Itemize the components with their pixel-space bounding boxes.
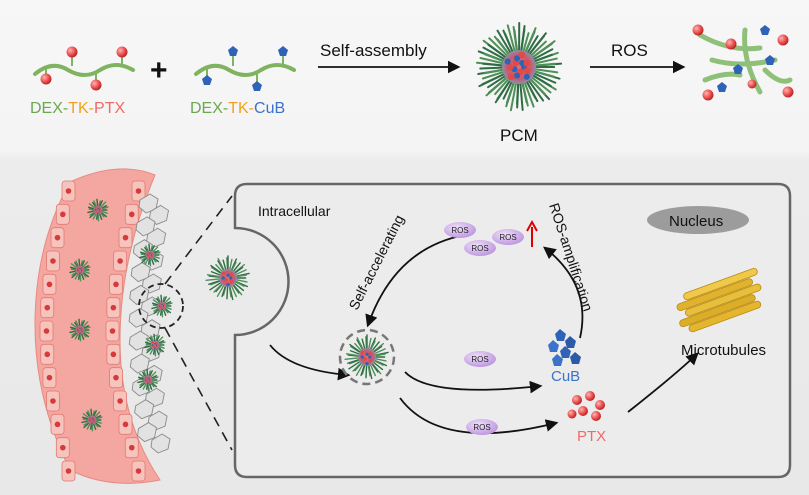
dex-tk-ptx-label: DEX-TK-PTX — [30, 100, 125, 117]
zoom-circle — [138, 283, 184, 329]
disassembled-products — [692, 24, 794, 101]
micelle — [81, 408, 103, 432]
micelle — [69, 318, 91, 342]
dex-tk-cub-polymer — [194, 46, 296, 91]
intracellular-label: Intracellular — [258, 203, 331, 219]
ptx-ball — [66, 46, 78, 58]
micelle — [151, 294, 173, 318]
dex-tk-cub-label: DEX-TK-CuB — [190, 100, 285, 117]
ptx-ball — [40, 73, 52, 85]
to-microtubules-arrow — [627, 352, 699, 413]
cub-pentagon — [228, 46, 238, 56]
pcm-micelle-center — [344, 334, 389, 380]
cell-membrane — [233, 182, 792, 479]
blood-vessel — [34, 168, 171, 484]
ros-bubble: ROS — [492, 229, 524, 245]
ros-top-label: ROS — [611, 41, 648, 60]
plus-sign: + — [150, 54, 168, 87]
cub-pentagon — [252, 81, 262, 91]
ros-bubble: ROS — [466, 419, 498, 435]
micelle — [139, 243, 161, 267]
cub-pentagon — [202, 75, 212, 85]
ptx-cluster — [567, 391, 605, 421]
uptake-arrow — [269, 344, 351, 381]
self-assembly-label: Self-assembly — [320, 41, 427, 60]
microtubules-icon — [676, 267, 762, 333]
zoom-line-bottom — [164, 327, 233, 451]
dashed-ring — [338, 328, 396, 386]
svg-text:ROS: ROS — [471, 244, 488, 253]
svg-text:ROS: ROS — [471, 355, 488, 364]
micelle — [144, 333, 166, 357]
cub-label: CuB — [551, 368, 580, 385]
increase-arrow-icon — [526, 219, 538, 247]
nucleus-label: Nucleus — [669, 213, 723, 230]
ros-bubble: ROS — [464, 240, 496, 256]
ros-bubble: ROS — [444, 222, 476, 238]
svg-text:ROS: ROS — [451, 226, 468, 235]
zoom-line-top — [164, 195, 233, 285]
micelle — [87, 198, 109, 222]
pcm-label: PCM — [500, 126, 538, 145]
micelle — [69, 258, 91, 282]
cub-pentagon — [278, 46, 288, 56]
self-accelerating-arrow — [365, 234, 466, 328]
ros-amplification-arrow — [543, 246, 584, 339]
micelle — [137, 368, 159, 392]
ros-bubble: ROS — [464, 351, 496, 367]
ptx-label: PTX — [577, 428, 606, 445]
pcm-micelle — [475, 22, 563, 112]
ptx-ball — [116, 46, 128, 58]
microtubules-label: Microtubules — [681, 342, 766, 359]
svg-text:ROS: ROS — [499, 233, 516, 242]
to-cub-arrow — [404, 371, 543, 394]
cub-cluster — [548, 329, 581, 366]
endocytosed-micelle — [205, 255, 250, 301]
ptx-ball — [90, 79, 102, 91]
to-ptx-arrow — [399, 397, 559, 435]
svg-text:ROS: ROS — [473, 423, 490, 432]
dex-tk-ptx-polymer — [33, 46, 135, 91]
nucleus — [647, 206, 749, 234]
